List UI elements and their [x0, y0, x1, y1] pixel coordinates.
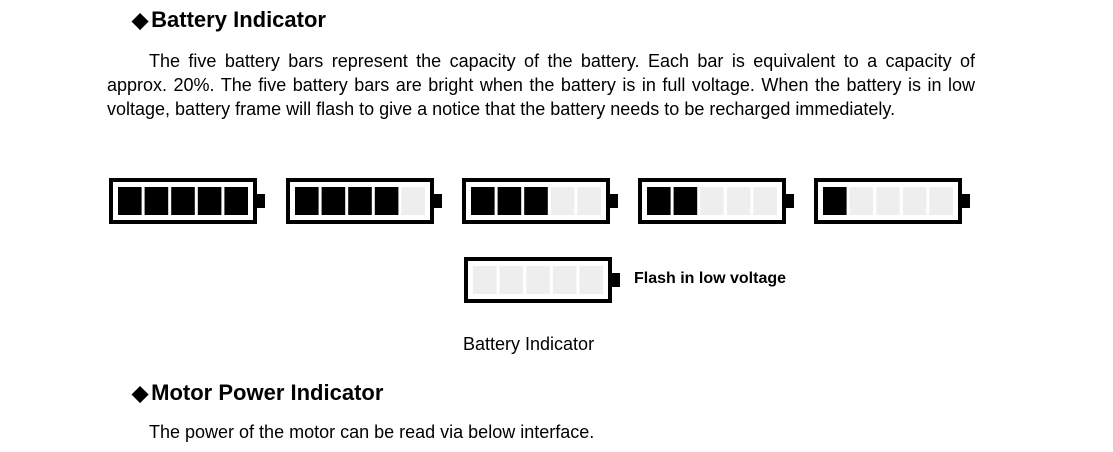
battery-bar-empty	[726, 187, 751, 215]
battery-icon-empty-flashing	[463, 256, 623, 304]
battery-terminal	[608, 194, 618, 208]
battery-bar-filled	[374, 187, 399, 215]
battery-bar-empty	[473, 266, 497, 294]
section-title: Battery Indicator	[151, 7, 326, 32]
battery-bar-filled	[144, 187, 169, 215]
battery-icon-1-bar	[813, 177, 973, 225]
battery-bar-filled	[321, 187, 346, 215]
diamond-bullet-icon: ◆	[132, 9, 149, 32]
battery-bar-empty	[499, 266, 524, 294]
figure-caption: Battery Indicator	[463, 334, 595, 354]
battery-bar-filled	[171, 187, 195, 215]
battery-terminal	[255, 194, 265, 208]
battery-bar-filled	[673, 187, 698, 215]
battery-bar-empty	[876, 187, 900, 215]
battery-bar-empty	[526, 266, 550, 294]
battery-bar-filled	[197, 187, 222, 215]
battery-bar-empty	[577, 187, 601, 215]
battery-bar-empty	[929, 187, 953, 215]
battery-bar-filled	[348, 187, 372, 215]
motor-power-description: The power of the motor can be read via b…	[149, 422, 595, 442]
battery-bar-filled	[823, 187, 847, 215]
section-heading-motor-power: ◆Motor Power Indicator	[132, 380, 383, 406]
battery-bar-empty	[849, 187, 874, 215]
battery-bar-filled	[497, 187, 522, 215]
battery-bar-empty	[550, 187, 575, 215]
battery-bar-empty	[700, 187, 724, 215]
battery-terminal	[960, 194, 970, 208]
battery-icon-4-bars	[285, 177, 445, 225]
battery-bar-empty	[579, 266, 603, 294]
battery-bar-empty	[753, 187, 777, 215]
battery-bar-filled	[471, 187, 495, 215]
battery-icon-5-bars	[108, 177, 268, 225]
battery-bar-empty	[552, 266, 577, 294]
battery-terminal	[432, 194, 442, 208]
flash-low-voltage-label: Flash in low voltage	[634, 270, 787, 287]
battery-icon-3-bars	[461, 177, 621, 225]
battery-terminal	[784, 194, 794, 208]
battery-bar-empty	[401, 187, 425, 215]
diamond-bullet-icon: ◆	[132, 382, 149, 405]
battery-bar-filled	[224, 187, 248, 215]
battery-terminal	[610, 273, 620, 287]
battery-bar-empty	[902, 187, 927, 215]
battery-description: The five battery bars represent the capa…	[107, 51, 975, 119]
battery-bar-filled	[524, 187, 548, 215]
section-heading-battery: ◆Battery Indicator	[132, 7, 326, 33]
section-title: Motor Power Indicator	[151, 380, 384, 405]
battery-bar-filled	[647, 187, 671, 215]
battery-icon-2-bars	[637, 177, 797, 225]
battery-bar-filled	[295, 187, 319, 215]
battery-bar-filled	[118, 187, 142, 215]
